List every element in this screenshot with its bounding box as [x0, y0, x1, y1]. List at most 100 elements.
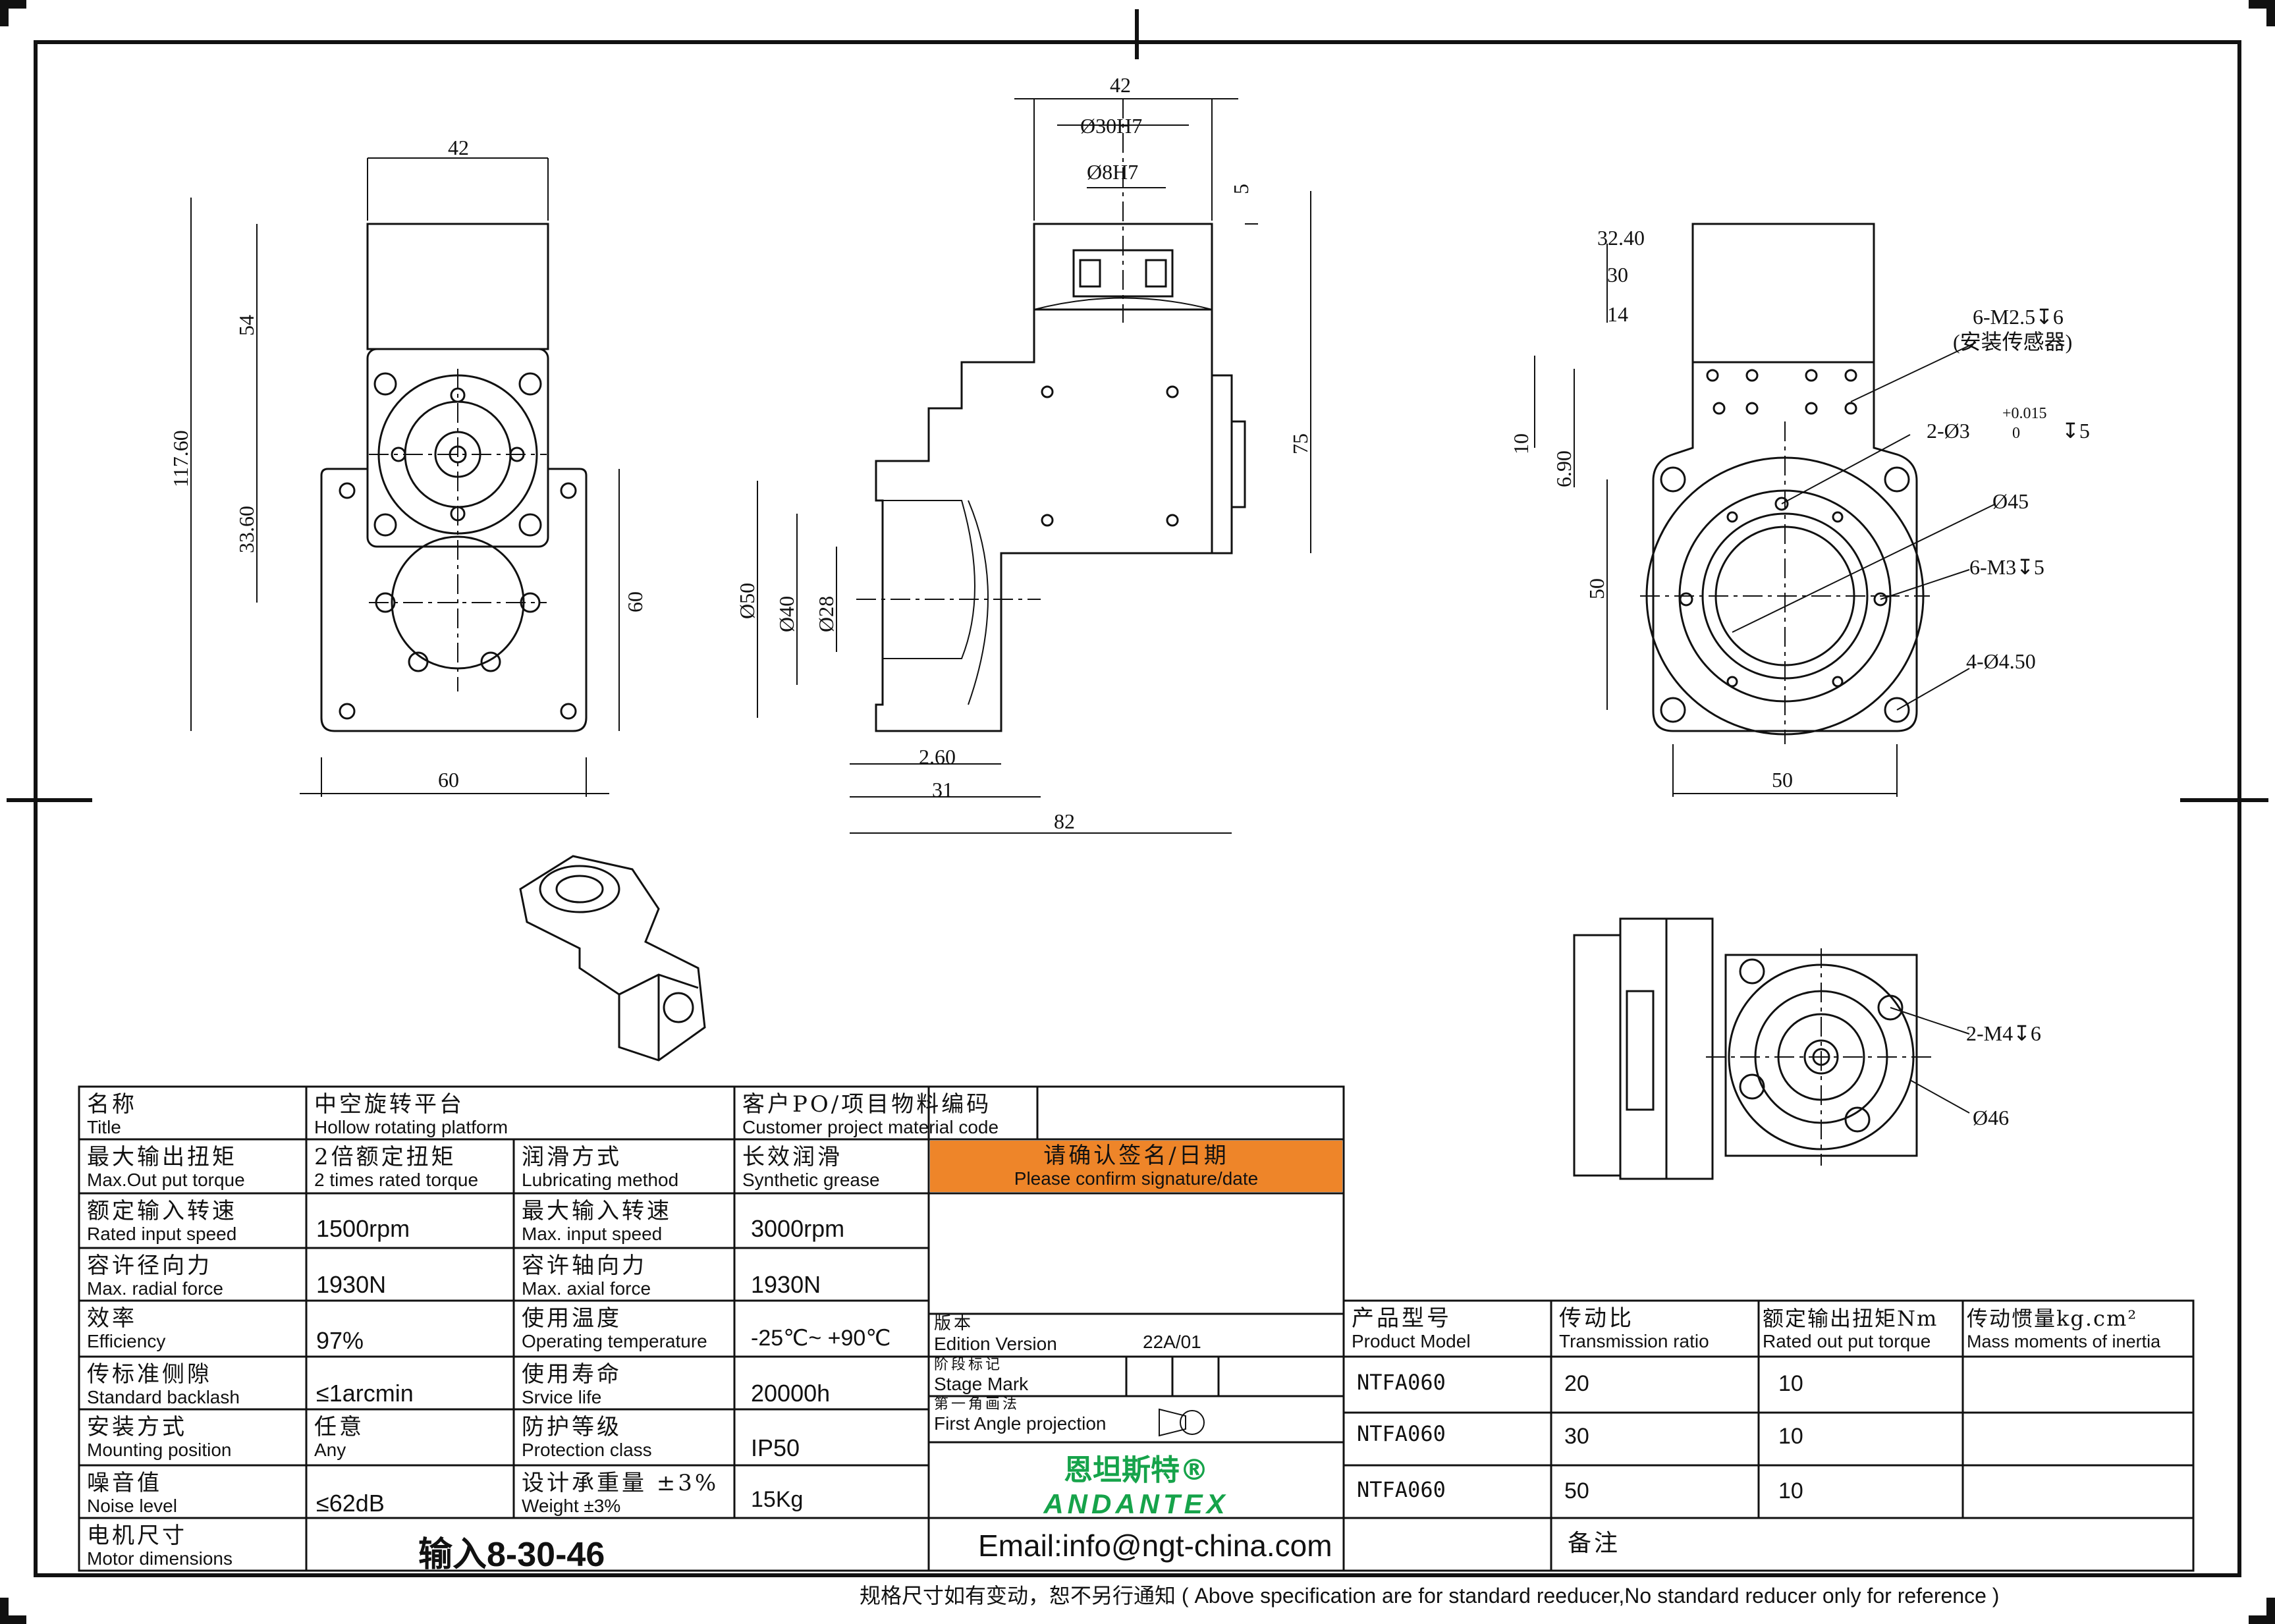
ax-en: Max. axial force: [522, 1278, 651, 1299]
efficiency-value: 97%: [316, 1327, 364, 1354]
dim-side-d45: Ø45: [1992, 489, 2029, 513]
life-zh: 使用寿命: [522, 1361, 622, 1388]
lub-val-zh: 长效润滑: [742, 1144, 842, 1170]
temp-zh: 使用温度: [522, 1305, 622, 1332]
temperature-value: -25℃~ +90℃: [751, 1326, 891, 1351]
prot-zh: 防护等级: [522, 1414, 622, 1440]
rear-view: [1573, 917, 1970, 1180]
life-en: Srvice life: [522, 1387, 602, 1407]
dim-section-d28: Ø28: [814, 596, 838, 632]
min-en: Max. input speed: [522, 1224, 663, 1244]
rin-zh: 额定输入转速: [87, 1198, 237, 1224]
side-view: [1534, 223, 1996, 797]
row2-model: NTFA060: [1357, 1477, 1446, 1502]
footer-note: 规格尺寸如有变动，恕不另行通知 ( Above specification ar…: [860, 1584, 2000, 1608]
stage-en: Stage Mark: [934, 1374, 1029, 1394]
dim-side-m25-note: (安装传感器): [1953, 330, 2072, 354]
version-value: 22A/01: [1143, 1332, 1201, 1352]
row2-torque: 10: [1778, 1478, 1803, 1503]
ver-zh: 版本: [934, 1314, 974, 1334]
dim-side-m3: 6-M3↧5: [1969, 555, 2044, 579]
row2-ratio: 50: [1564, 1478, 1589, 1503]
dim-front-lower: 33.60: [234, 506, 258, 553]
title-zh: 名称: [87, 1091, 137, 1118]
rated-input-value: 1500rpm: [316, 1215, 410, 1242]
front-view: [190, 157, 620, 797]
remark-label: 备注: [1568, 1530, 1621, 1557]
confirm-zh: 请确认签名/日期: [1043, 1143, 1229, 1169]
row0-torque: 10: [1778, 1371, 1803, 1396]
dim-side-h69: 6.90: [1552, 450, 1576, 487]
dim-rear-m4: 2-M4↧6: [1966, 1021, 2041, 1045]
dim-side-pin-depth: ↧5: [2062, 419, 2090, 443]
spec-table-grid: [78, 1085, 2195, 1572]
dim-side-pin-tol-low: 0: [2012, 425, 2020, 442]
dim-section-b31: 31: [932, 778, 953, 801]
brand-logo: 恩坦斯特® ANDANTEX: [935, 1444, 1337, 1516]
noise-value: ≤62dB: [316, 1490, 385, 1517]
dim-front-right: 60: [623, 591, 647, 612]
prot-en: Protection class: [522, 1440, 652, 1460]
proj-zh: 第一角画法: [934, 1396, 1020, 1413]
dim-section-bore1: Ø30H7: [1080, 114, 1142, 138]
title-val-en: Hollow rotating platform: [314, 1117, 508, 1137]
lub-zh: 润滑方式: [522, 1144, 622, 1170]
eff-en: Efficiency: [87, 1331, 166, 1351]
dim-side-m25: 6-M2.5↧6: [1973, 305, 2064, 329]
ax-zh: 容许轴向力: [522, 1253, 647, 1279]
projection-symbol: [1159, 1408, 1205, 1437]
dim-section-b82: 82: [1054, 809, 1075, 833]
dim-side-w50: 50: [1772, 768, 1793, 792]
torque-en: Max.Out put torque: [87, 1170, 245, 1190]
noise-en: Noise level: [87, 1496, 177, 1516]
dim-section-r5: 5: [1229, 184, 1253, 194]
dim-section-d40: Ø40: [775, 596, 798, 632]
row1-model: NTFA060: [1357, 1421, 1446, 1446]
rin-en: Rated input speed: [87, 1224, 237, 1244]
min-zh: 最大输入转速: [522, 1198, 672, 1224]
h1-en: Transmission ratio: [1559, 1331, 1709, 1351]
isometric-view: [519, 855, 706, 1062]
title-en: Title: [87, 1117, 121, 1137]
h1-zh: 传动比: [1559, 1305, 1634, 1332]
row1-ratio: 30: [1564, 1424, 1589, 1449]
motor-dimensions-value: 输入8-30-46: [418, 1536, 605, 1574]
dim-side-h50: 50: [1585, 578, 1608, 599]
email[interactable]: Email:info@ngt-china.com: [978, 1529, 1332, 1563]
dim-section-r75: 75: [1288, 433, 1312, 454]
service-life-value: 20000h: [751, 1380, 831, 1407]
dim-side-pin-tol-up: +0.015: [2002, 405, 2047, 422]
dim-section-bore2: Ø8H7: [1087, 160, 1138, 184]
dim-front-height: 117.60: [169, 430, 192, 487]
wt-en: Weight ±3%: [522, 1496, 621, 1516]
max-input-value: 3000rpm: [751, 1215, 845, 1242]
h2-zh: 额定输出扭矩Nm: [1763, 1306, 1938, 1331]
ver-en: Edition Version: [934, 1334, 1057, 1354]
mnt-en: Mounting position: [87, 1440, 232, 1460]
radial-force-value: 1930N: [316, 1271, 387, 1298]
section-view: [757, 98, 1311, 834]
temp-en: Operating temperature: [522, 1331, 707, 1351]
dim-section-top: 42: [1110, 73, 1131, 97]
h3-zh: 传动惯量kg.cm²: [1967, 1306, 2138, 1331]
bk-zh: 传标准侧隙: [87, 1361, 212, 1388]
dim-side-d32: 32.40: [1597, 226, 1645, 250]
